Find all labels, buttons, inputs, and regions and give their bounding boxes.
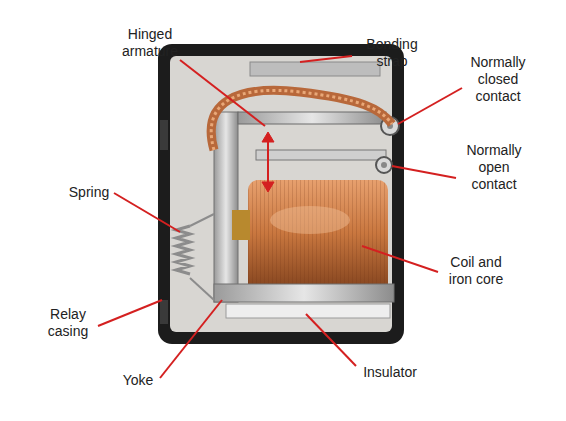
yoke-hinge [232, 210, 250, 240]
part-label: Hinged armature [110, 26, 190, 60]
spring-hook [190, 214, 214, 226]
leader-line [392, 166, 456, 178]
contact-rivet [381, 162, 387, 168]
part-label: Normally open contact [458, 142, 530, 193]
leader-line [306, 314, 356, 366]
spring [176, 226, 190, 274]
casing-slot [160, 300, 168, 324]
part-label: Bonding strap [354, 36, 430, 70]
relay-casing [158, 44, 404, 344]
bonding-strap [211, 90, 392, 150]
yoke [214, 112, 238, 302]
contact-arm [256, 150, 386, 160]
leader-line [160, 300, 222, 378]
coil-highlight [270, 206, 350, 234]
leader-line [114, 193, 180, 232]
spring-hook [190, 278, 214, 300]
leader-lines [98, 56, 462, 378]
part-label: Relay casing [36, 306, 100, 340]
part-label: Coil and iron core [438, 254, 514, 288]
normally-open-contact [376, 157, 392, 173]
leader-line [180, 60, 265, 126]
leader-line [398, 88, 462, 124]
braid-texture [211, 90, 392, 150]
part-label: Insulator [350, 364, 430, 381]
part-label: Normally closed contact [462, 54, 534, 105]
yoke-base [214, 284, 394, 302]
part-label: Yoke [112, 372, 164, 389]
top-bracket [250, 62, 380, 76]
leader-line [300, 56, 352, 62]
coil [248, 180, 388, 298]
casing-slot [160, 120, 168, 150]
part-label: Spring [62, 184, 116, 201]
leader-line [98, 300, 162, 326]
coil-windings [248, 180, 388, 298]
leader-line [362, 246, 438, 272]
movement-arrow [262, 132, 274, 192]
